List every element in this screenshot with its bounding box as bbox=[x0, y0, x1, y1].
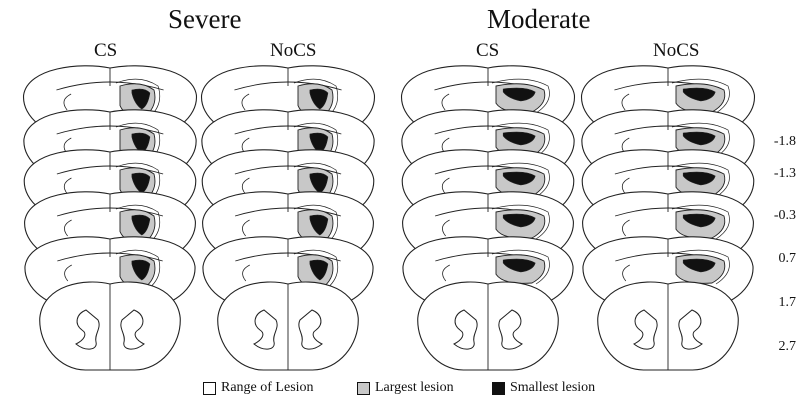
legend-swatch-smallest bbox=[492, 382, 505, 395]
legend-smallest-lesion: Smallest lesion bbox=[492, 380, 595, 396]
coordinate-label: 2.7 bbox=[779, 339, 797, 355]
legend-range-of-lesion: Range of Lesion bbox=[203, 380, 314, 396]
coordinate-label: -0.3 bbox=[774, 208, 796, 224]
brain-section bbox=[418, 282, 559, 370]
brain-section bbox=[218, 282, 359, 370]
legend-swatch-range bbox=[203, 382, 216, 395]
legend-largest-lesion: Largest lesion bbox=[357, 380, 454, 396]
brain-section bbox=[40, 282, 181, 370]
severe-cs-section-stack bbox=[24, 66, 197, 370]
coordinate-label: -1.3 bbox=[774, 166, 796, 182]
brain-section bbox=[598, 282, 739, 370]
coordinate-label: -1.8 bbox=[774, 134, 796, 150]
coordinate-label: 1.7 bbox=[779, 295, 797, 311]
moderate-nocs-section-stack bbox=[582, 66, 755, 370]
moderate-cs-section-stack bbox=[402, 66, 575, 370]
legend-swatch-largest bbox=[357, 382, 370, 395]
coordinate-label: 0.7 bbox=[779, 251, 797, 267]
severe-nocs-section-stack bbox=[202, 66, 375, 370]
legend-label-range: Range of Lesion bbox=[221, 380, 314, 396]
legend-label-largest: Largest lesion bbox=[375, 380, 454, 396]
legend-label-smallest: Smallest lesion bbox=[510, 380, 595, 396]
